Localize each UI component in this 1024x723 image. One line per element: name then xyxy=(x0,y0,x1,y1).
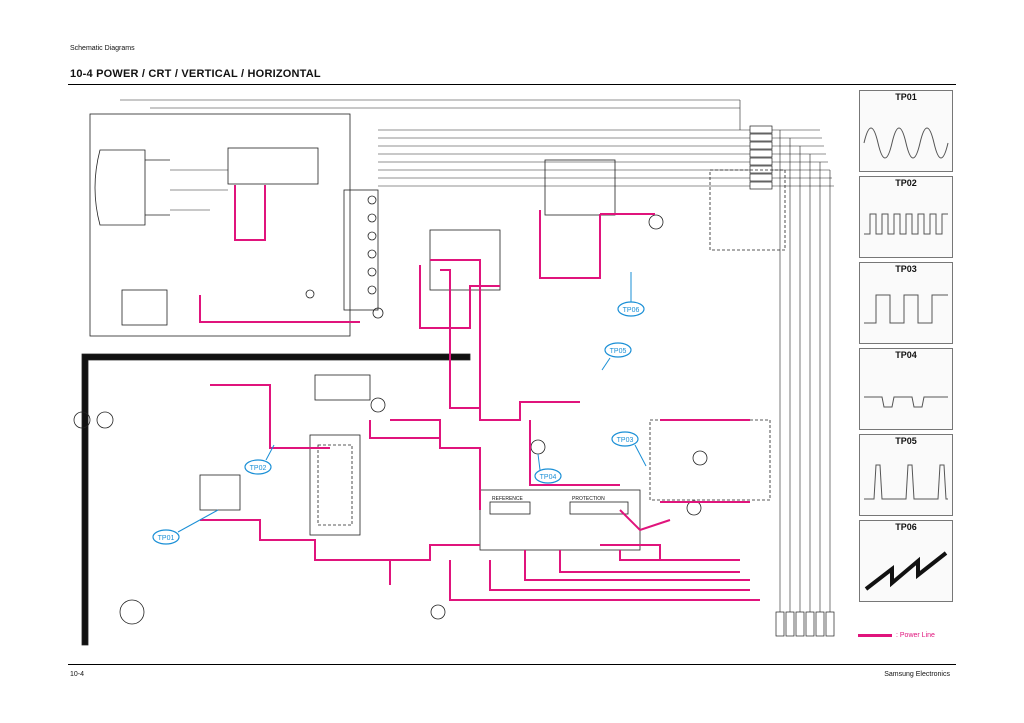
tp03-panel: TP03 xyxy=(859,262,953,344)
tp06-label: TP06 xyxy=(623,307,640,314)
testpoint-markers xyxy=(152,301,645,545)
tp05-marker xyxy=(604,342,632,358)
footer-divider xyxy=(68,664,956,665)
tp04-marker xyxy=(534,468,562,484)
power-lines xyxy=(199,185,760,601)
company-name: Samsung Electronics xyxy=(884,671,950,678)
tp04-waveform xyxy=(864,396,948,408)
tp06-title: TP06 xyxy=(895,522,917,532)
tp03-marker xyxy=(611,431,639,447)
tp05-panel: TP05 xyxy=(859,434,953,516)
tp01-waveform xyxy=(863,127,949,159)
legend-label: : Power Line xyxy=(896,632,935,639)
tp04-panel: TP04 xyxy=(859,348,953,430)
tp01-title: TP01 xyxy=(895,92,917,102)
reference-block-label: REFERENCE xyxy=(492,496,524,502)
crt-board xyxy=(89,113,351,337)
tp03-label: TP03 xyxy=(617,437,634,444)
tp05-waveform xyxy=(864,464,948,500)
tp02-label: TP02 xyxy=(250,465,267,472)
page-title: 10-4 POWER / CRT / VERTICAL / HORIZONTAL xyxy=(70,68,321,80)
header-divider xyxy=(68,84,956,85)
tp02-marker xyxy=(244,459,272,475)
tp05-title: TP05 xyxy=(895,436,917,446)
power-supply-block xyxy=(73,353,471,646)
tp06-panel: TP06 xyxy=(859,520,953,602)
tp03-waveform xyxy=(864,294,948,324)
tp06-waveform xyxy=(864,551,948,591)
section-label: Schematic Diagrams xyxy=(70,45,135,52)
power-line-legend: : Power Line xyxy=(858,632,935,639)
page-number: 10-4 xyxy=(70,671,85,678)
tp02-title: TP02 xyxy=(895,178,917,188)
tp04-title: TP04 xyxy=(895,350,917,360)
legend-swatch xyxy=(858,634,892,637)
tp05-label: TP05 xyxy=(610,348,627,355)
tp01-panel: TP01 xyxy=(859,90,953,172)
tp01-label: TP01 xyxy=(158,535,175,542)
schematic-diagram: TP01 TP02 TP03 TP04 TP05 TP06 REFERENCE … xyxy=(73,99,835,646)
tp02-waveform xyxy=(864,213,948,235)
protection-block-label: PROTECTION xyxy=(572,496,605,502)
tp02-panel: TP02 xyxy=(859,176,953,258)
connector-column xyxy=(305,189,379,311)
tp04-label: TP04 xyxy=(540,474,557,481)
tp01-marker xyxy=(152,529,180,545)
tp03-title: TP03 xyxy=(895,264,917,274)
